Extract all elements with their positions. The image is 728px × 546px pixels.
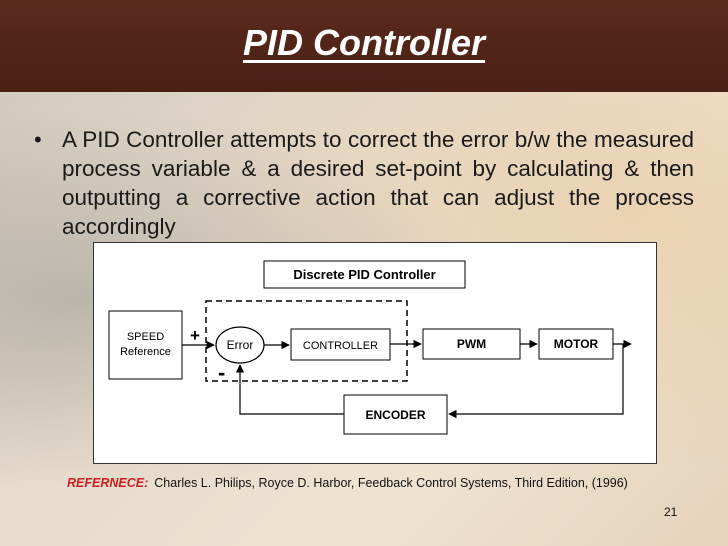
controller-label: CONTROLLER (303, 340, 378, 352)
error-label: Error (227, 338, 254, 352)
controller-dashed-region (205, 300, 408, 382)
slide-title: PID Controller (242, 22, 485, 63)
speed-label-line2: Reference (120, 346, 171, 358)
minus-sign: - (218, 360, 225, 385)
encoder-label: ENCODER (365, 408, 425, 422)
reference-line: REFERNECE: Charles L. Philips, Royce D. H… (67, 476, 628, 490)
speed-label-line1: SPEED (127, 331, 164, 343)
feedback-motor-to-encoder (448, 344, 624, 419)
motor-box (538, 328, 614, 360)
plus-sign: + (190, 326, 200, 345)
motor-label: MOTOR (554, 337, 599, 351)
group-label: Discrete PID Controller (293, 267, 435, 282)
reference-text: Charles L. Philips, Royce D. Harbor, Fee… (154, 476, 628, 490)
pwm-box (422, 328, 521, 360)
group-label-box (263, 260, 466, 289)
pwm-label: PWM (457, 337, 486, 351)
encoder-box (343, 394, 448, 435)
feedback-encoder-to-error (235, 364, 344, 415)
bullet-dot: • (34, 127, 42, 152)
bullet-text: A PID Controller attempts to correct the… (62, 127, 694, 239)
title-bar (0, 0, 728, 92)
slide-number: 21 (664, 505, 678, 519)
reference-label: REFERNECE: (67, 476, 149, 490)
speed-reference-box (108, 310, 183, 380)
pid-block-diagram: Discrete PID Controller SPEED Reference … (108, 260, 632, 435)
controller-box (290, 328, 391, 361)
